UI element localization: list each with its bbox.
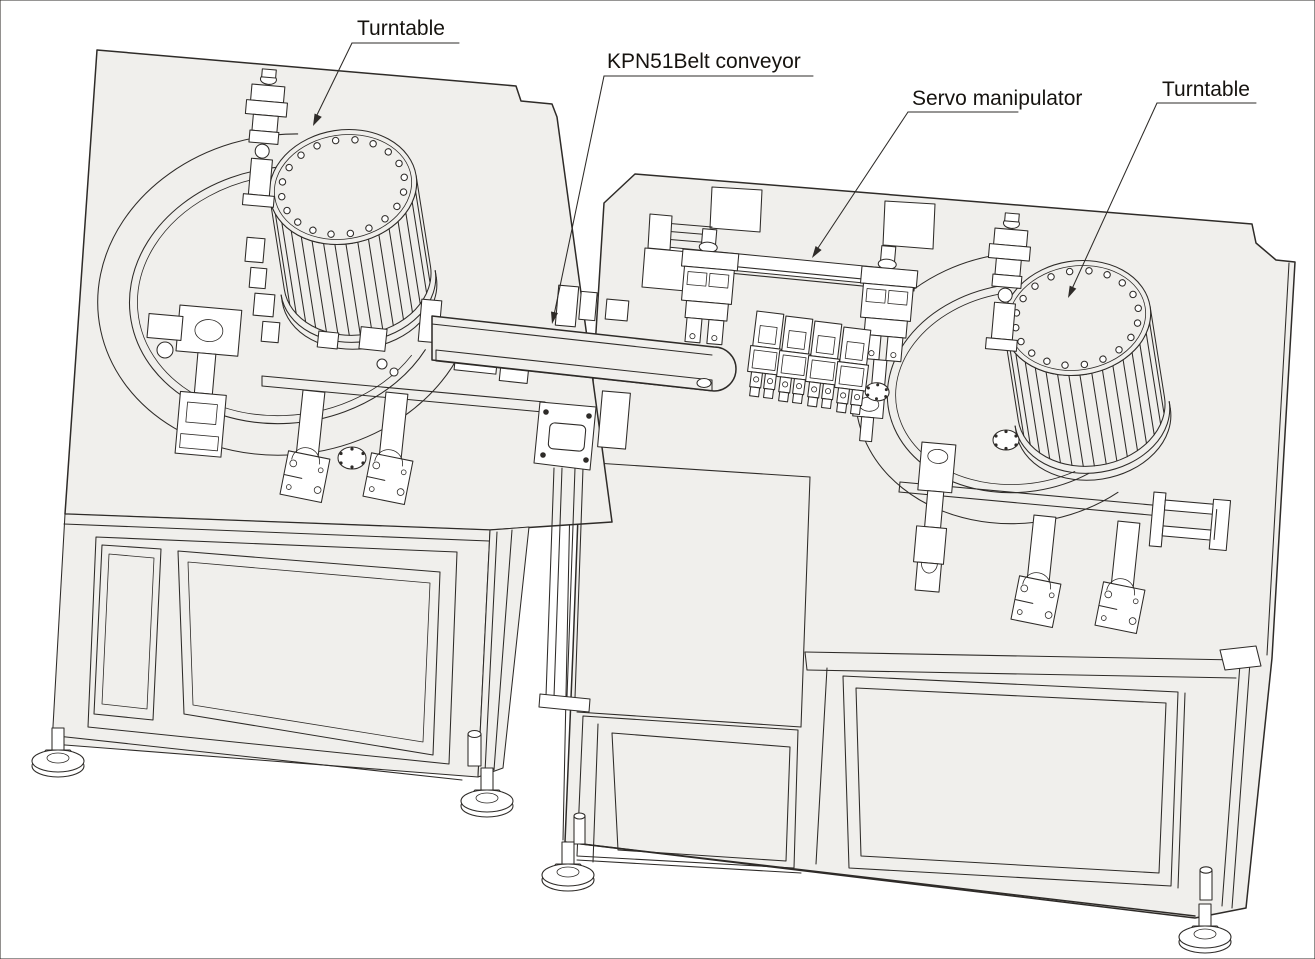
left-cabinet-door-large: [177, 550, 441, 756]
leader-arrowhead: [313, 113, 322, 126]
leveling-foot: [541, 841, 595, 892]
mount-plate: [709, 186, 763, 233]
leader-arrowhead: [812, 246, 822, 258]
right-cabinet-door-panel: [855, 687, 1167, 874]
label-turntable-left-text: Turntable: [357, 17, 445, 40]
twin-rod-cylinder: [1148, 491, 1232, 552]
pivot-bracket-left: [146, 313, 184, 359]
belt-conveyor: [431, 315, 737, 392]
leader-arrowhead: [1068, 285, 1077, 298]
servo-manipulator: [641, 213, 919, 402]
mount-plate: [882, 200, 936, 250]
leader-arrowhead: [551, 311, 558, 324]
label-turntable-right: Turntable: [1068, 78, 1257, 298]
leader-line: [314, 42, 353, 120]
leader-line: [815, 111, 909, 252]
gantry-carriage-left: [680, 228, 740, 346]
column-foot-pad: [538, 693, 591, 713]
right-cabinet-left-door: [576, 715, 799, 869]
right-cabinet-door: [842, 675, 1179, 887]
ring-flange-left: [337, 446, 367, 470]
label-turntable-right-text: Turntable: [1162, 78, 1250, 101]
left-cabinet-door-small: [93, 544, 162, 721]
right-cabinet: [564, 645, 1262, 917]
left-cabinet: [51, 513, 530, 781]
label-belt-conveyor-text: KPN51Belt conveyor: [607, 50, 801, 73]
left-cabinet-side: [477, 526, 530, 778]
right-machine: [541, 173, 1296, 954]
conveyor-support-column: [533, 401, 597, 713]
label-turntable-left: Turntable: [313, 17, 460, 126]
leader-line: [1070, 102, 1158, 292]
leader-line: [553, 75, 605, 316]
ring-track-left: [97, 133, 462, 456]
label-servo-manipulator-text: Servo manipulator: [912, 87, 1082, 110]
conveyor-belt-hatch: [435, 349, 713, 392]
clamp-cylinder-right: [913, 441, 957, 593]
clamp-cylinder-left: [174, 304, 243, 458]
label-belt-conveyor: KPN51Belt conveyor: [551, 50, 814, 324]
ring-flange-right: [992, 429, 1020, 451]
left-machine: [31, 49, 631, 818]
label-servo-manipulator: Servo manipulator: [812, 87, 1082, 258]
gantry-carriage-right: [859, 245, 919, 402]
parts-chain-left: [244, 236, 399, 377]
annotations: Turntable KPN51Belt conveyor Servo manip…: [313, 17, 1257, 324]
